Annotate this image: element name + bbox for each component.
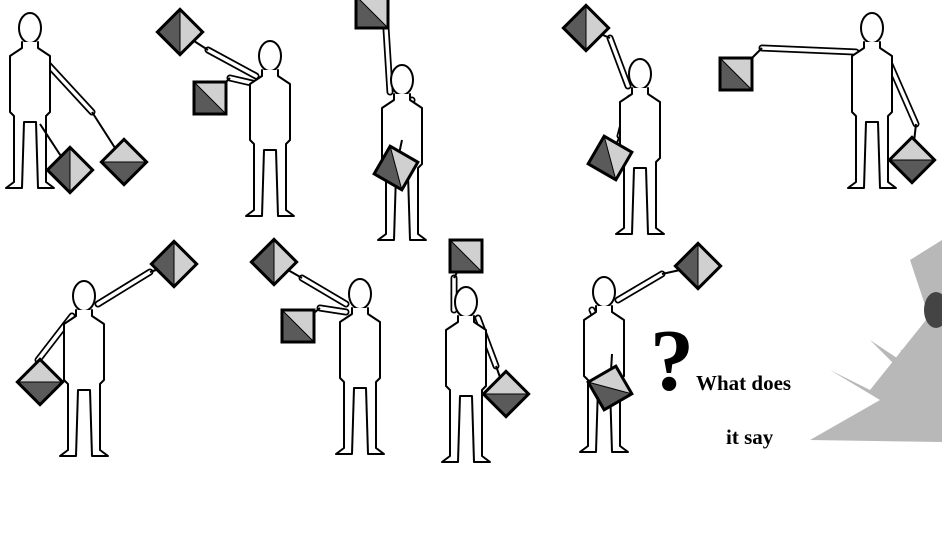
plant-decoration xyxy=(810,240,942,442)
caption-line-2: it say xyxy=(726,425,773,450)
semaphore-figure-5-wrapper xyxy=(722,0,942,262)
semaphore-flag xyxy=(251,239,296,284)
semaphore-flag xyxy=(282,310,314,342)
semaphore-flag xyxy=(157,9,202,54)
question-mark: ? xyxy=(650,318,694,406)
head xyxy=(861,13,883,43)
semaphore-figure-6-wrapper xyxy=(0,230,234,530)
semaphore-flag xyxy=(151,241,196,286)
head xyxy=(593,277,615,307)
semaphore-flag xyxy=(720,58,752,90)
head xyxy=(391,65,413,95)
torso xyxy=(60,310,108,456)
semaphore-figure-5 xyxy=(722,0,942,262)
head xyxy=(73,281,95,311)
semaphore-flag xyxy=(675,243,720,288)
caption-line-1: What does xyxy=(696,371,791,396)
semaphore-flag xyxy=(17,359,62,404)
semaphore-flag xyxy=(194,82,226,114)
torso xyxy=(848,42,896,188)
torso xyxy=(6,42,54,188)
semaphore-flag xyxy=(356,0,388,28)
semaphore-flag xyxy=(889,137,934,182)
semaphore-figure-6 xyxy=(0,230,234,530)
head xyxy=(629,59,651,89)
semaphore-flag xyxy=(563,5,608,50)
semaphore-flag xyxy=(47,147,92,192)
head xyxy=(19,13,41,43)
